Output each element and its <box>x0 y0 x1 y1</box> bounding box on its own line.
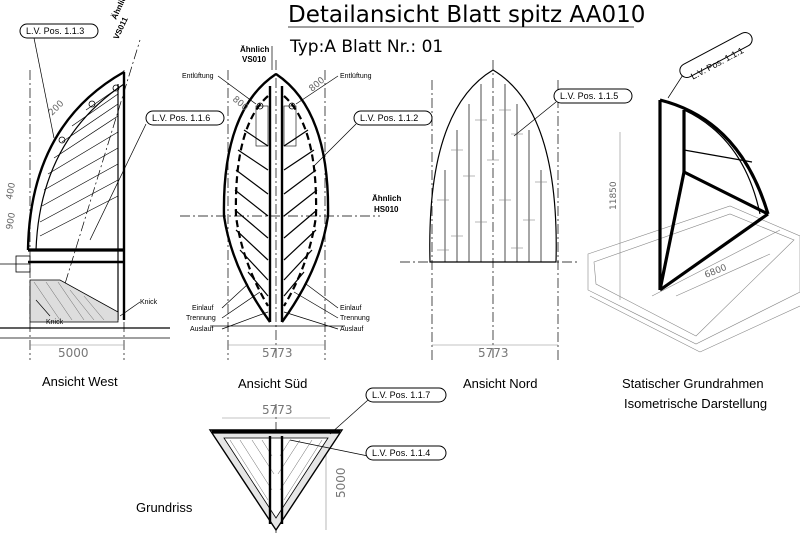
view-west: 5000 400 900 200 Ähnlich VS011 Knick Kni… <box>0 0 225 389</box>
drawing-title: Detailansicht Blatt spitz AA010 <box>288 2 645 28</box>
view-nord: 5773 L.V. Pos. 1.1.5 Ansicht Nord <box>400 60 633 391</box>
sued-einlauf-right: Einlauf <box>340 305 361 312</box>
label-grundriss: Grundriss <box>136 500 193 515</box>
label-ansicht-west: Ansicht West <box>42 374 118 389</box>
callout-pos-116: L.V. Pos. 1.1.6 <box>152 113 210 123</box>
dim-sued-width: 5773 <box>262 346 293 360</box>
callout-pos-114: L.V. Pos. 1.1.4 <box>372 448 430 458</box>
sued-auslauf-left: Auslauf <box>190 326 213 333</box>
dim-west-arc-400: 400 <box>5 182 18 201</box>
label-ansicht-nord: Ansicht Nord <box>463 376 537 391</box>
dim-west-arc-200: 200 <box>47 99 66 118</box>
west-knick-left: Knick <box>46 319 64 326</box>
dim-grundriss-width: 5773 <box>262 403 293 417</box>
dim-nord-width: 5773 <box>478 346 509 360</box>
sued-entlueftung-right: Entlüftung <box>340 73 372 80</box>
sued-einlauf-left: Einlauf <box>192 305 213 312</box>
sued-aehnlich-hs: Ähnlich <box>372 194 401 203</box>
label-iso-line2: Isometrische Darstellung <box>624 396 767 411</box>
view-grundriss: 5773 5000 L.V. Pos. 1.1.7 L.V. Pos. 1.1.… <box>136 387 447 533</box>
label-iso-line1: Statischer Grundrahmen <box>622 376 764 391</box>
sued-trennung-right: Trennung <box>340 315 370 322</box>
callout-pos-115: L.V. Pos. 1.1.5 <box>560 91 618 101</box>
west-knick-right: Knick <box>140 299 158 306</box>
sued-hs010: HS010 <box>374 205 399 214</box>
callout-pos-117: L.V. Pos. 1.1.7 <box>372 390 430 400</box>
dim-west-arc-900: 900 <box>5 212 18 231</box>
dim-iso-height: 11850 <box>609 181 619 210</box>
dim-west-width: 5000 <box>58 346 89 360</box>
sued-auslauf-right: Auslauf <box>340 326 363 333</box>
dim-grundriss-depth: 5000 <box>334 467 348 498</box>
drawing-subtitle: Typ:A Blatt Nr.: 01 <box>289 37 443 57</box>
view-isometric: 11850 6800 L.V. Pos. 1.1.1 Statischer Gr… <box>587 32 800 411</box>
sued-vs010: VS010 <box>242 55 267 64</box>
callout-pos-112: L.V. Pos. 1.1.2 <box>360 113 418 123</box>
sued-entlueftung-left: Entlüftung <box>182 73 214 80</box>
label-ansicht-sued: Ansicht Süd <box>238 376 307 391</box>
view-sued: 5773 800 800 Ähnlich VS010 Entlüftung En… <box>180 45 433 391</box>
callout-pos-113: L.V. Pos. 1.1.3 <box>26 26 84 36</box>
sued-aehnlich: Ähnlich <box>240 45 269 54</box>
sued-trennung-left: Trennung <box>186 315 216 322</box>
